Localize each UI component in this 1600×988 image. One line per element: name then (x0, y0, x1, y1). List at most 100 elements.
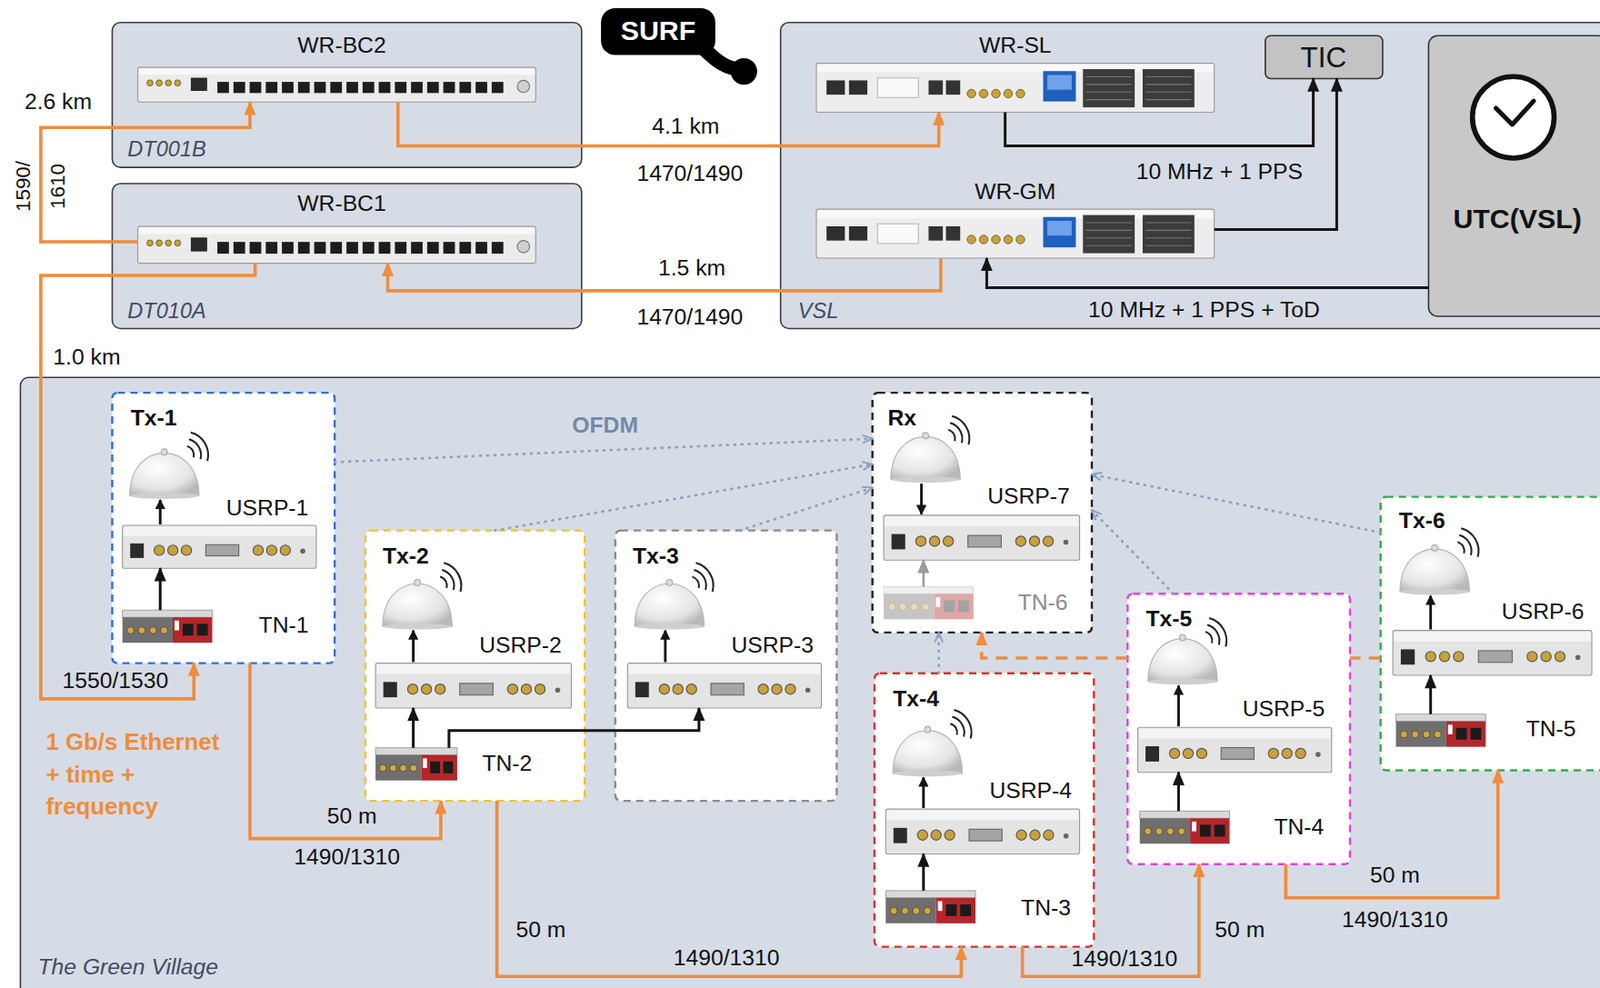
sfp-port (265, 81, 278, 93)
antenna-base (892, 770, 962, 777)
usrp-chassis (122, 525, 317, 569)
status-led (300, 549, 306, 555)
logo-mark (1448, 724, 1453, 735)
sma-connector (156, 80, 163, 87)
node-label: WR-SL (979, 32, 1052, 59)
node-label: DT001B (127, 137, 206, 162)
antenna-base (890, 476, 960, 483)
power-button (517, 240, 530, 253)
sma-connector (1281, 748, 1292, 759)
node-label: Tx-4 (892, 686, 940, 712)
sma-connector (138, 627, 146, 635)
antenna-base (130, 492, 200, 500)
sma-connector (785, 684, 796, 695)
sma-connector (507, 684, 518, 695)
sma-connector (1295, 748, 1306, 759)
wr-chassis (816, 63, 1215, 113)
usrp-chassis (1138, 727, 1332, 772)
radio-link (937, 632, 940, 674)
db-connector (710, 683, 744, 696)
chassis-top (122, 610, 213, 618)
chassis-top (1393, 631, 1591, 642)
sma-connector (1411, 730, 1420, 739)
chassis-front (375, 755, 421, 781)
node-label: USRP-5 (1242, 696, 1326, 722)
sfp-port (379, 241, 391, 254)
utc-box-outline (1428, 35, 1600, 317)
timing-node: TN-1 (122, 610, 312, 643)
radio-wave (1460, 528, 1479, 558)
management-port (190, 237, 208, 251)
chassis-front-red (936, 898, 976, 924)
grille-slot (1086, 221, 1132, 223)
status-led (555, 687, 561, 693)
chassis-top (1140, 810, 1230, 819)
sma-connector (174, 80, 181, 87)
chassis-front-red (1446, 721, 1486, 748)
status-led (1575, 655, 1581, 661)
sfp-port (945, 904, 957, 917)
logo-mark (938, 900, 943, 911)
sma-connector (1554, 651, 1565, 662)
sfp-port (281, 81, 294, 93)
node-label: Rx (888, 405, 918, 431)
tic-box: TIC (1265, 35, 1383, 79)
sfp-port (265, 241, 278, 254)
wavelength-label: 1490/1310 (673, 945, 780, 971)
radio-wave (695, 562, 713, 592)
wr-slave: WR-SL (816, 30, 1215, 112)
sma-connector (1155, 828, 1163, 836)
sfp-port (943, 600, 955, 612)
signal-wire (986, 258, 1429, 289)
wavelength-label: 1470/1490 (636, 160, 743, 187)
chassis-top (1396, 714, 1487, 722)
signal-wire (921, 853, 925, 890)
usrp-device: USRP-5 (1138, 694, 1332, 773)
sma-connector (1016, 235, 1025, 244)
grille-slot (1145, 230, 1191, 231)
antenna-feed (920, 483, 923, 515)
logo-mark (935, 597, 940, 608)
radio-link (494, 464, 872, 531)
sma-connector (930, 830, 941, 840)
logo-mark (174, 620, 180, 631)
chassis-top (375, 748, 458, 756)
status-led (1063, 540, 1070, 546)
chassis-top (628, 664, 820, 675)
sma-connector (1182, 748, 1193, 759)
usrp-chassis (1392, 630, 1592, 676)
usrp-chassis (375, 663, 572, 709)
sma-connector (379, 764, 387, 772)
ethernet-port (891, 534, 906, 550)
sma-connector (686, 684, 697, 695)
sma-connector (923, 907, 931, 915)
node-label: USRP-7 (987, 483, 1070, 510)
radio-wave (1209, 618, 1227, 648)
sfp-port (410, 81, 423, 93)
lcd-display (1042, 70, 1076, 101)
status-led (1063, 833, 1070, 840)
logo-dot (730, 58, 758, 85)
status-led (805, 687, 811, 693)
sma-connector (1144, 828, 1152, 836)
sfp-port (346, 241, 359, 254)
chassis-front-red (420, 755, 458, 781)
radio-wave (187, 446, 194, 458)
ethernet-port (893, 828, 908, 844)
sfp-port (443, 81, 456, 93)
edge-label: 50 m (1214, 916, 1265, 942)
chassis-front (883, 593, 934, 620)
fiber-link (1350, 656, 1381, 660)
sfp-port (1200, 824, 1211, 837)
fiber-link (40, 101, 250, 242)
clock-hands (1496, 100, 1535, 125)
edge-label: 1.5 km (658, 255, 726, 281)
antenna-feed (1429, 596, 1432, 630)
sma-connector (1167, 828, 1175, 836)
radio-wave (1207, 625, 1220, 646)
antenna-base (1400, 589, 1470, 596)
signal-wire (159, 568, 162, 610)
chassis-front-red (933, 593, 973, 620)
